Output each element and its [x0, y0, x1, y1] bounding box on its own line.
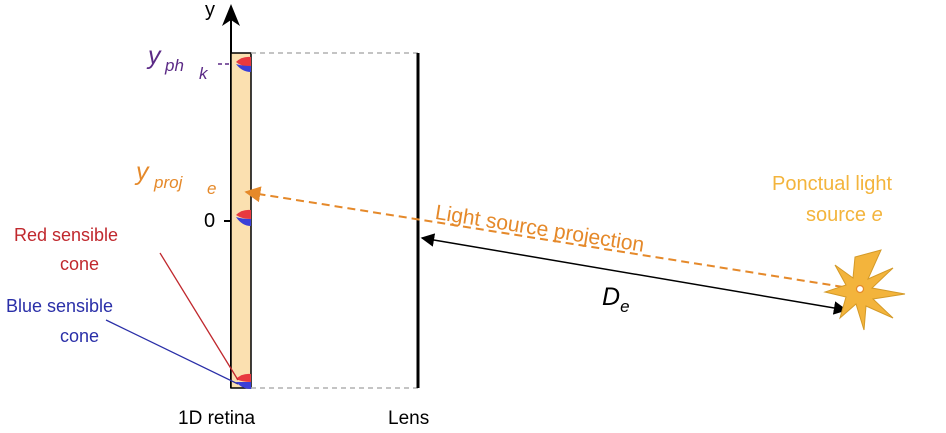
cone-pair-middle	[236, 209, 251, 226]
y-proj-sub2: e	[207, 179, 217, 198]
source-label-line1: Ponctual light	[772, 173, 893, 195]
red-cone-shape	[236, 373, 251, 382]
projection-line	[244, 186, 857, 290]
cone-pair-bottom	[236, 373, 251, 389]
y-ph-sub1: ph	[165, 56, 184, 75]
y-ph-sub2: k	[199, 64, 208, 83]
y-axis-label: y	[205, 0, 215, 21]
source-label-line2: source	[806, 204, 867, 226]
blue-cone-shape	[236, 217, 251, 226]
red-cone-label-line1: Red sensible	[14, 225, 119, 245]
light-source-center	[855, 284, 865, 294]
red-cone-callout-line	[159, 252, 239, 381]
blue-cone-shape	[236, 382, 251, 389]
red-cone-label-line2: cone	[60, 254, 100, 274]
blue-cone-label-line2: cone	[60, 326, 100, 346]
y-proj-sub1: proj	[154, 173, 183, 192]
y-proj-label: y	[136, 160, 149, 185]
red-cone-shape	[236, 209, 251, 219]
retina-label: 1D retina	[178, 408, 256, 429]
cone-pair-top	[236, 56, 251, 72]
red-cone-shape	[236, 56, 251, 67]
distance-sub: e	[620, 297, 630, 316]
blue-cone-callout-line	[105, 319, 239, 385]
light-source-star	[823, 249, 906, 331]
blue-cone-label-line1: Blue sensible	[6, 296, 114, 316]
source-label-line2-wrap: source e	[806, 205, 883, 225]
blue-cone-shape	[236, 64, 251, 72]
y-axis-arrow	[222, 4, 240, 26]
y-proj-main: y	[136, 158, 149, 186]
zero-label: 0	[204, 210, 216, 232]
distance-label: De	[602, 283, 630, 316]
source-label-var: e	[871, 204, 883, 226]
distance-main: D	[602, 283, 621, 311]
distance-arrow	[420, 233, 848, 315]
lens-label: Lens	[388, 408, 430, 429]
y-ph-label: y	[148, 44, 161, 69]
y-ph-main: y	[148, 42, 161, 70]
